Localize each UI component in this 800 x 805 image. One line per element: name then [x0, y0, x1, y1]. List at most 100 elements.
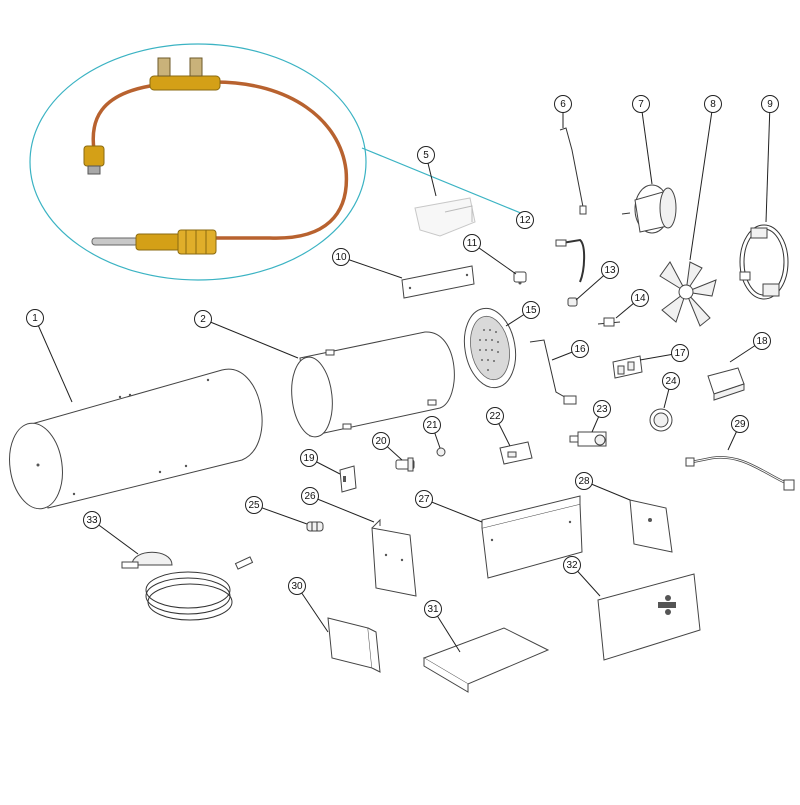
callout-20: 20 — [372, 432, 390, 450]
callout-circle — [83, 511, 101, 529]
callout-circle — [424, 600, 442, 618]
callout-circle — [554, 95, 572, 113]
part-9-fan-guard — [739, 224, 789, 300]
part-12-thermocouple — [555, 238, 586, 283]
part-28-bracket — [629, 499, 673, 553]
callout-circle — [571, 340, 589, 358]
callout-circle — [194, 310, 212, 328]
part-1-outer-shell — [9, 368, 263, 510]
callout-circle — [593, 400, 611, 418]
part-16-gas-tube — [529, 339, 577, 405]
callout-19: 19 — [300, 449, 318, 467]
callout-number: 2 — [200, 314, 206, 325]
callout-10: 10 — [332, 248, 350, 266]
callout-circle — [704, 95, 722, 113]
callout-number: 31 — [427, 604, 439, 615]
callout-18: 18 — [753, 332, 771, 350]
callout-12: 12 — [516, 211, 534, 229]
part-18-module — [707, 367, 745, 401]
callout-1: 1 — [26, 309, 44, 327]
callout-number: 33 — [86, 515, 98, 526]
callout-14: 14 — [631, 289, 649, 307]
callout-circle — [417, 146, 435, 164]
part-19-switch — [339, 465, 357, 493]
callout-number: 10 — [335, 252, 347, 263]
part-13-nut — [567, 297, 578, 307]
callout-number: 9 — [767, 99, 773, 110]
callout-15: 15 — [522, 301, 540, 319]
part-31-tray — [422, 627, 550, 693]
part-32-control-panel — [597, 573, 701, 661]
part-27-base-panel — [481, 495, 583, 579]
part-2-combustion-chamber — [291, 331, 455, 438]
callout-circle — [631, 289, 649, 307]
callout-number: 7 — [638, 99, 644, 110]
part-6-electrode — [559, 127, 587, 215]
part-7-motor — [621, 184, 677, 234]
callout-21: 21 — [423, 416, 441, 434]
inset-border — [29, 43, 367, 281]
zoom-inset — [29, 43, 529, 281]
callout-13: 13 — [601, 261, 619, 279]
part-21-nut — [436, 447, 446, 457]
callout-circle — [575, 472, 593, 490]
callout-number: 27 — [418, 494, 430, 505]
callout-number: 30 — [291, 581, 303, 592]
part-20-fitting — [395, 457, 415, 472]
callout-circle — [601, 261, 619, 279]
callout-circle — [516, 211, 534, 229]
callout-number: 18 — [756, 336, 768, 347]
callout-number: 24 — [665, 376, 677, 387]
callout-7: 7 — [632, 95, 650, 113]
inset-pointer-line — [361, 147, 529, 217]
callout-27: 27 — [415, 490, 433, 508]
callout-6: 6 — [554, 95, 572, 113]
callout-number: 5 — [423, 150, 429, 161]
callout-26: 26 — [301, 487, 319, 505]
callout-8: 8 — [704, 95, 722, 113]
callout-circle — [332, 248, 350, 266]
callout-number: 23 — [596, 404, 608, 415]
callout-22: 22 — [486, 407, 504, 425]
callout-circle — [662, 372, 680, 390]
part-14-ignitor — [597, 317, 621, 327]
callout-24: 24 — [662, 372, 680, 390]
callout-circle — [563, 556, 581, 574]
callout-number: 22 — [489, 411, 501, 422]
part-23-regulator-valve — [569, 431, 607, 447]
callout-number: 29 — [734, 419, 746, 430]
part-25-knob-small — [306, 521, 324, 532]
callout-circle — [761, 95, 779, 113]
callout-16: 16 — [571, 340, 589, 358]
callout-number: 15 — [525, 305, 537, 316]
part-26-panel — [371, 518, 417, 597]
callout-circle — [731, 415, 749, 433]
part-5-bracket — [414, 197, 476, 237]
callout-number: 21 — [426, 420, 438, 431]
callout-17: 17 — [671, 344, 689, 362]
callout-circle — [288, 577, 306, 595]
callout-32: 32 — [563, 556, 581, 574]
callout-circle — [415, 490, 433, 508]
callout-11: 11 — [463, 234, 481, 252]
callout-number: 6 — [560, 99, 566, 110]
part-30-bracket — [327, 617, 381, 673]
callout-33: 33 — [83, 511, 101, 529]
callout-circle — [486, 407, 504, 425]
callout-circle — [463, 234, 481, 252]
part-29-power-cord — [685, 456, 795, 491]
callout-circle — [632, 95, 650, 113]
callout-circle — [245, 496, 263, 514]
part-33-regulator-hose — [121, 551, 254, 621]
callout-number: 12 — [519, 215, 531, 226]
part-17-control-board — [612, 355, 643, 379]
part-15-burner-plate — [463, 307, 517, 389]
callout-number: 19 — [303, 453, 315, 464]
callout-number: 32 — [566, 560, 578, 571]
callout-number: 16 — [574, 344, 586, 355]
callout-2: 2 — [194, 310, 212, 328]
part-8-fan-blade — [659, 261, 717, 327]
callout-circle — [26, 309, 44, 327]
